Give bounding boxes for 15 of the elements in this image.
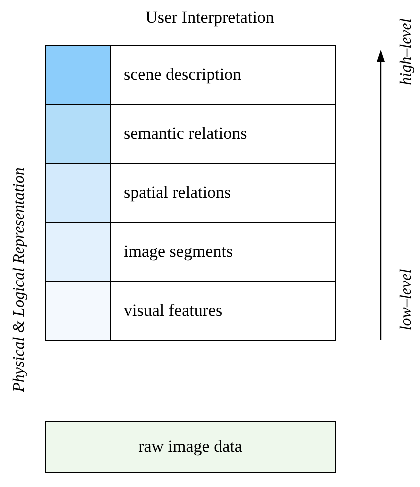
layer-box [45, 104, 336, 164]
layer-label: image segments [124, 242, 234, 262]
level-label: low–level [398, 269, 416, 331]
layer-label: visual features [124, 301, 223, 321]
level-label: high–level [398, 18, 416, 86]
layer-box [45, 281, 336, 341]
layer-label: scene description [124, 65, 242, 85]
layer-label: semantic relations [124, 124, 248, 144]
layer-box [45, 222, 336, 282]
data-box [45, 421, 336, 473]
layer-box [45, 163, 336, 223]
layer-box [45, 45, 336, 105]
layer-label: spatial relations [124, 183, 232, 203]
axis-label: Physical & Logical Representation [11, 168, 29, 392]
layer-label: raw image data [138, 437, 244, 457]
